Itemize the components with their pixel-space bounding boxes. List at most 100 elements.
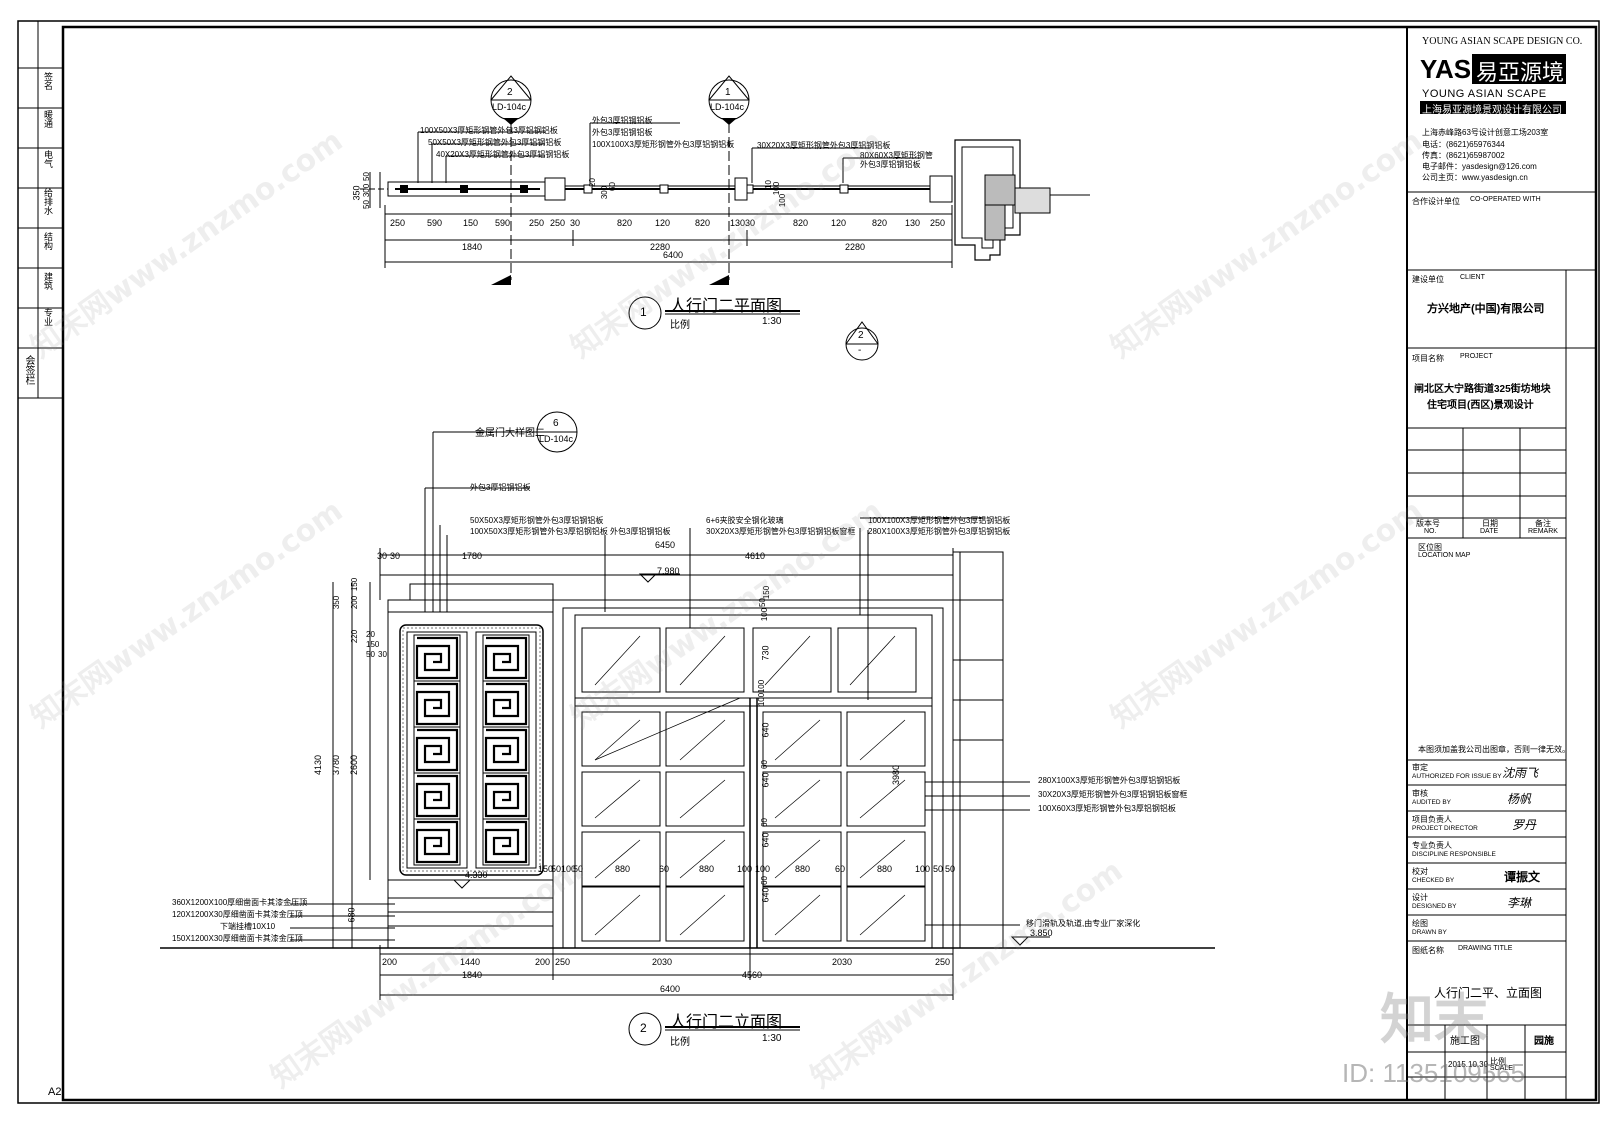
strip-label-6: 暖通 — [43, 110, 53, 128]
elev-right-callout-1: 30X20X3厚矩形钢管外包3厚铝钢铝板窗框 — [1038, 790, 1188, 799]
elev-top-total: 6450 — [655, 540, 676, 550]
watermark-id: ID: 1135109565 — [1342, 1058, 1526, 1088]
roles-table: 审定 AUTHORIZED FOR ISSUE BY 沈雨飞 审核 AUDITE… — [1408, 761, 1566, 941]
strip-label-1: 专业 — [43, 308, 53, 326]
plan-callout-7: 80X60X3厚矩形钢管 — [860, 151, 933, 160]
row-dim-14: 50 — [945, 864, 956, 874]
elev-left-callout-0: 360X1200X100厚细凿面卡其漆金压顶 — [172, 898, 308, 907]
plan-callout-3: 外包3厚铝钢铝板 — [592, 116, 653, 125]
metal-door-frame — [399, 624, 544, 876]
drawing-title-label-cn: 图纸名称 — [1412, 946, 1444, 955]
elev-left-dim-9: 3780 — [331, 754, 342, 776]
elev-bottom-dim-2: 200 — [535, 957, 551, 967]
plan-dim-r1-13: 120 — [831, 218, 847, 228]
elev-left-dim-7: 30 — [378, 650, 387, 659]
plinth — [387, 879, 554, 949]
elev-mid-dim-1: 100 — [760, 607, 770, 622]
elev-left-dim-3: 220 — [350, 629, 360, 644]
detail-ref-code: LD-104c — [539, 434, 574, 444]
elev-top-dim-3: 4610 — [745, 551, 766, 561]
elev-mid-dim-12: 60 — [759, 876, 769, 885]
elev-top-callout-2: 100X50X3厚矩形钢管外包3厚铝钢铝板 — [470, 527, 608, 536]
outer-sheet-border — [17, 20, 1600, 1104]
elev-title: 人行门二立面图 — [670, 1014, 783, 1031]
elev-mid-dim-0: 50 — [757, 598, 767, 607]
greek-key-pattern — [484, 728, 528, 772]
greek-key-ornaments — [413, 634, 530, 866]
elev-title-no: 2 — [640, 1021, 647, 1035]
plan-post-1 — [544, 177, 566, 201]
strip-label-5: 电气 — [43, 150, 53, 168]
logo-en: YOUNG ASIAN SCAPE — [1422, 88, 1547, 100]
greek-key-frame — [482, 726, 530, 774]
elev-title-circle — [628, 1012, 662, 1046]
elev-left-dim-10: 4130 — [313, 754, 324, 776]
detail-ref-label: 金属门大样图二 — [475, 428, 545, 439]
plan-dim-r1-8: 120 — [655, 218, 671, 228]
strip-label-4: 给排水 — [43, 188, 53, 215]
greek-key-pattern — [484, 774, 528, 818]
plan-dim-r1-9: 820 — [695, 218, 711, 228]
plan-callout-0: 100X50X3厚矩形钢管外包3厚铝钢铝板 — [420, 126, 558, 135]
left-pillar-outline — [387, 599, 554, 949]
plan-callout-2: 40X20X3厚矩形钢管外包3厚铝钢铝板 — [436, 150, 570, 159]
left-strip — [18, 21, 63, 399]
row-dim-5: 60 — [659, 864, 670, 874]
company-address: 上海赤峰路63号设计创意工场203室 — [1422, 128, 1549, 137]
elev-bottom-dim2-0: 1840 — [462, 970, 483, 980]
elev-top-callout-5: 30X20X3厚矩形钢管外包3厚铝钢铝板窗框 — [706, 527, 856, 536]
elev-mid-dim-5: 100 — [757, 692, 767, 707]
elev-top-dim-1: 30 — [390, 551, 401, 561]
plan-dim-r1-0: 250 — [390, 218, 406, 228]
company-cn: 上海易亚源境景观设计有限公司 — [1422, 105, 1562, 116]
elev-bottom-total: 6400 — [660, 984, 681, 994]
role-0-en: AUTHORIZED FOR ISSUE BY — [1412, 773, 1502, 780]
elev-left-callout-2: 下端挂槽10X10 — [220, 922, 276, 931]
elev-right-callout-0: 280X100X3厚矩形钢管外包3厚铝钢铝板 — [1038, 776, 1181, 785]
plan-dim-r2-2: 2280 — [845, 242, 866, 252]
greek-key-pattern — [415, 774, 459, 818]
strip-label-7: 签名 — [43, 72, 53, 90]
elev-mark-ref: - — [858, 345, 862, 356]
plan-section-mark-2-ref: LD-104c — [492, 102, 527, 112]
greek-key-frame — [482, 772, 530, 820]
plan-dim-r1-3: 590 — [495, 218, 511, 228]
greek-key-frame — [413, 818, 461, 866]
drawing-stage: 施工图 — [1450, 1036, 1480, 1047]
role-1-sign: 杨帆 — [1507, 792, 1532, 806]
plan-dim-mid-5: 100 — [778, 193, 788, 208]
metal-door-leaf-right — [475, 631, 537, 869]
plan-view — [360, 75, 1090, 361]
elev-mid-dim-6: 640 — [760, 722, 771, 738]
drawing-stage-abbr: 园施 — [1534, 1036, 1554, 1047]
plan-dim-left-2: 300 — [362, 183, 372, 198]
project-line-1: 闸北区大宁路街道325街坊地块 — [1414, 384, 1551, 395]
client-label-en: CLIENT — [1460, 274, 1485, 281]
plan-post-3 — [929, 175, 953, 203]
role-6-en: DRAWN BY — [1412, 929, 1447, 936]
greek-key-frame — [413, 772, 461, 820]
elev-left-callout-1: 120X1200X30厚细凿面卡其漆金压顶 — [172, 910, 303, 919]
role-row-3: 专业负责人 DISCIPLINE RESPONSIBLE — [1412, 840, 1562, 864]
elev-scale-label: 比例 — [670, 1037, 690, 1048]
plan-dim-r1-1: 590 — [427, 218, 443, 228]
rev-header-date-cn: 日期 — [1482, 519, 1498, 528]
scale-label-en: SCALE — [1490, 1065, 1513, 1072]
elevation-view — [160, 411, 1215, 1046]
plan-dim-r1-4: 250 — [529, 218, 545, 228]
company-fax: 传真：(8621)65987002 — [1422, 151, 1505, 160]
greek-key-frame — [413, 634, 461, 682]
logo-yas: YAS — [1420, 54, 1472, 84]
elev-bottom-dim-1: 1440 — [460, 957, 481, 967]
greek-key-pattern — [415, 820, 459, 864]
row-dim-10: 60 — [835, 864, 846, 874]
plan-title-circle — [628, 296, 662, 330]
row-dim-8: 100 — [755, 864, 771, 874]
title-block-grid — [1407, 191, 1596, 1100]
elev-bottom-dim-0: 200 — [382, 957, 398, 967]
detail-ref-no: 6 — [553, 418, 559, 429]
plan-callout-8: 外包3厚铝钢铝板 — [860, 160, 921, 169]
plan-post-2 — [734, 177, 748, 201]
plan-callout-4: 外包3厚铝钢铝板 — [592, 128, 653, 137]
